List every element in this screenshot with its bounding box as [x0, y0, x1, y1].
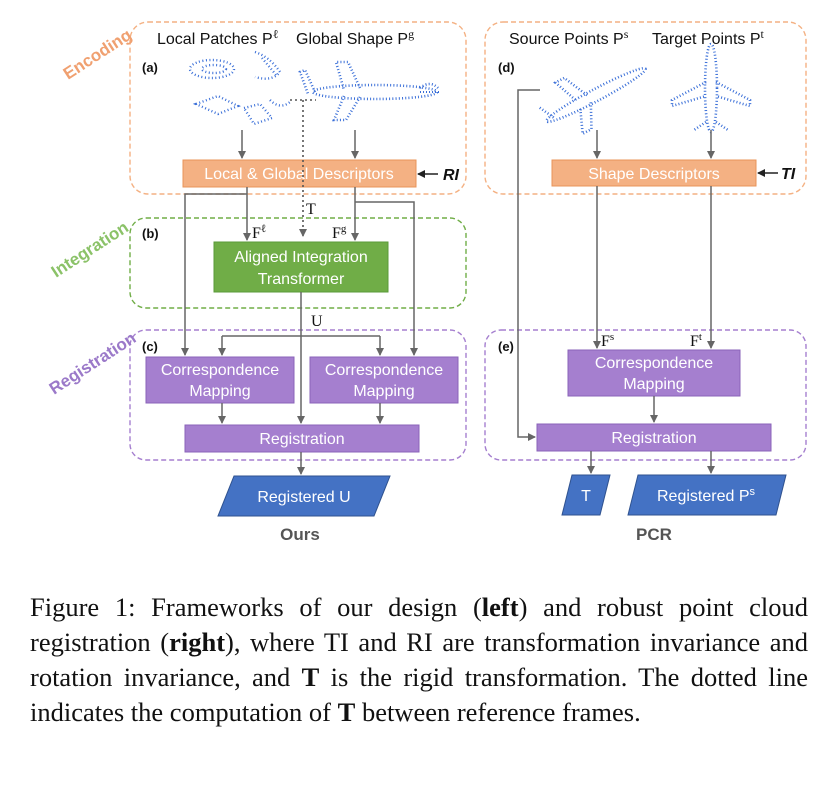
f-local-label: Fℓ: [252, 223, 266, 242]
registered-ps-label: Registered Ps: [657, 486, 756, 505]
panel-label-e: (e): [498, 339, 514, 354]
panel-label-b: (b): [142, 226, 159, 241]
footer-ours: Ours: [280, 525, 320, 544]
correspondence-mapping-box-2: [309, 356, 459, 404]
source-bypass-to-registration: [517, 89, 540, 441]
transformer-label-line2: Transformer: [258, 271, 345, 288]
header-local-patches: Local Patches Pℓ: [157, 27, 279, 48]
shape-descriptors-box: [551, 159, 757, 187]
panel-label-d: (d): [498, 60, 515, 75]
panel-label-a: (a): [142, 60, 158, 75]
registered-u-label: Registered U: [257, 489, 350, 506]
bypass-global-to-corr-right: [355, 201, 418, 356]
header-source-points: Source Points Ps: [509, 27, 629, 48]
registration-region-right: [484, 329, 807, 461]
corr2-label-line2: Mapping: [353, 383, 414, 400]
bypass-local-to-corr-left: [181, 193, 247, 356]
integration-region: [129, 217, 467, 309]
t-output: [561, 474, 611, 516]
stage-label-registration: Registration: [46, 328, 140, 398]
correspondence-mapping-box-pcr: [567, 349, 741, 397]
figure-caption: Figure 1: Frameworks of our design (left…: [30, 592, 809, 727]
global-shape-airplane: [298, 60, 439, 122]
shape-descriptors-label: Shape Descriptors: [588, 166, 720, 183]
registered-u-output: [217, 475, 391, 517]
source-points-airplane: [538, 66, 647, 136]
local-patches-pointcloud: [188, 50, 291, 126]
ri-label: RI: [443, 167, 460, 184]
corr1-label-line2: Mapping: [189, 383, 250, 400]
footer-pcr: PCR: [636, 525, 672, 544]
aligned-integration-transformer-box: [213, 241, 389, 293]
correspondence-mapping-box-1: [145, 356, 295, 404]
ti-label: TI: [781, 166, 796, 183]
header-global-shape: Global Shape Pg: [296, 27, 414, 48]
registration-label-left: Registration: [259, 431, 344, 448]
local-global-descriptors-label: Local & Global Descriptors: [204, 166, 393, 183]
corr1-label-line1: Correspondence: [161, 362, 279, 379]
registration-box-left: [184, 424, 420, 453]
t-label: T: [306, 201, 316, 218]
encoding-region-left: [129, 21, 467, 195]
corr-pcr-label-line2: Mapping: [623, 376, 684, 393]
t-output-label: T: [581, 488, 591, 505]
stage-label-encoding: Encoding: [60, 25, 135, 83]
u-label: U: [311, 313, 323, 330]
f-global-label: Fg: [332, 223, 347, 242]
encoding-region-right: [484, 21, 807, 195]
registered-ps-output: [627, 474, 787, 516]
registration-box-right: [536, 423, 772, 452]
framework-diagram: Encoding Integration Registration Local …: [46, 21, 807, 544]
target-points-airplane: [670, 42, 752, 134]
header-target-points: Target Points Pt: [652, 27, 765, 48]
corr2-label-line1: Correspondence: [325, 362, 443, 379]
local-global-descriptors-box: [182, 159, 417, 188]
corr-pcr-label-line1: Correspondence: [595, 355, 713, 372]
f-s-label: Fs: [601, 331, 614, 350]
registration-region-left: [129, 329, 467, 461]
transformer-label-line1: Aligned Integration: [234, 249, 367, 266]
panel-label-c: (c): [142, 339, 158, 354]
registration-label-right: Registration: [611, 430, 696, 447]
f-t-label: Ft: [690, 331, 702, 350]
stage-label-integration: Integration: [48, 218, 132, 282]
